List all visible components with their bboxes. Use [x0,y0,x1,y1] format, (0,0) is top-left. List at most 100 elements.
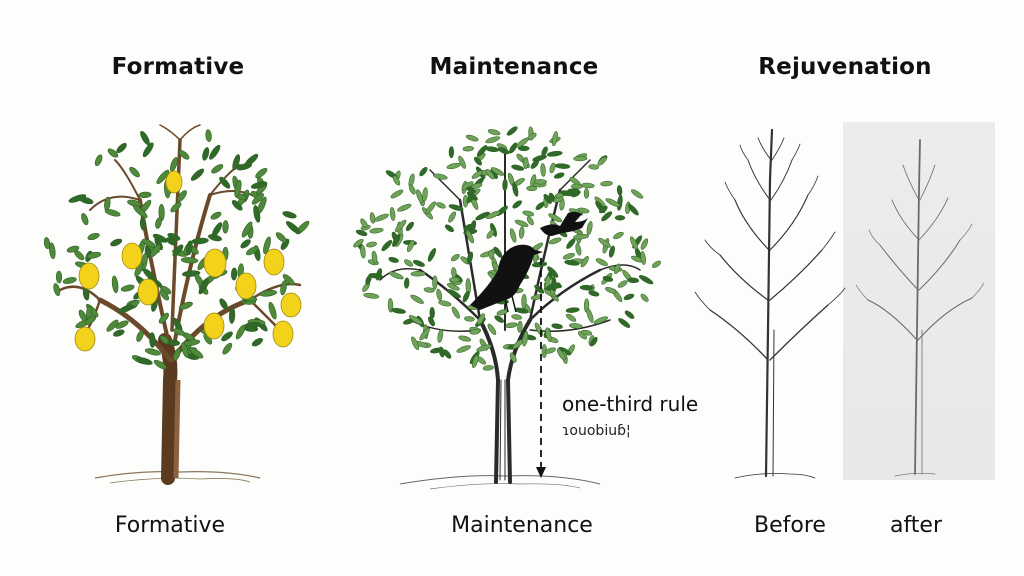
leaf [627,277,640,283]
leaf [360,244,366,259]
leaf [120,284,135,292]
leaf [149,332,156,348]
leaf [579,285,594,291]
after-caption: after [889,513,943,538]
leaf [153,359,167,370]
leaf [640,238,649,250]
leaf [487,129,501,136]
leaf [451,267,457,278]
leaf [411,336,420,351]
formative-caption: Formative [114,513,226,538]
leaf [471,354,479,369]
leaf [280,280,287,296]
leaf [583,188,590,199]
leaf [240,239,251,249]
leaf [494,315,504,323]
leaf [509,142,518,154]
leaf [416,189,424,203]
leaf [235,324,246,340]
leaf [588,164,600,170]
leaf [598,205,608,214]
leaf [613,231,624,240]
leaf [502,178,508,191]
leaf [369,227,384,234]
leaf [534,179,547,185]
leaf [496,309,508,316]
leaf [228,307,236,324]
leaf [176,190,187,203]
leaf [498,147,510,155]
leaf [581,329,593,336]
leaf [456,345,471,353]
leaf [432,275,438,290]
leaf [210,211,222,220]
leaf [548,237,562,245]
leaf [138,191,152,199]
leaf [150,244,161,258]
leaf [198,278,209,295]
leaf [631,189,644,199]
leaf [282,274,295,286]
leaf [486,229,495,239]
leaf [251,193,264,205]
leaf [618,318,631,328]
leaf [436,288,443,301]
leaf [514,219,529,228]
leaf [640,293,649,302]
leaf [136,357,153,365]
leaf [86,251,102,259]
leaf [548,213,563,223]
leaf [474,156,482,166]
leaf [423,287,435,293]
leaf [436,202,446,209]
leaf [132,204,148,219]
leaf [464,316,475,322]
leaf [465,229,475,244]
leaf [178,301,193,310]
leaf [232,154,241,171]
leaf [651,260,662,268]
leaf [532,154,547,162]
leaf [408,315,423,325]
leaf [404,277,410,289]
leaf [107,148,119,158]
leaf [565,307,580,313]
leaf [106,319,119,332]
rejuvenation-after-tree [855,139,985,477]
leaf [241,221,253,238]
leaf [543,193,552,204]
leaf [391,308,406,314]
leaf [209,144,221,160]
perched-bird [470,244,543,313]
leaf [469,329,481,335]
leaf [159,289,169,301]
leaf [173,347,181,361]
leaf [462,290,470,303]
leaf [408,184,416,195]
leaf [522,331,529,347]
leaf [255,168,268,179]
leaf [616,185,623,196]
leaf [282,211,297,219]
leaf [573,155,588,162]
leaf [66,245,80,253]
leaf [405,221,414,232]
leaf [627,204,639,216]
leaf [388,256,399,263]
leaf [222,342,233,355]
lemons [74,170,302,352]
before-caption: Before [754,513,826,538]
leaf [129,166,140,178]
leaf [531,261,548,268]
leaf [511,314,522,320]
leaf [158,312,169,324]
leaf [245,246,259,256]
leaf [280,238,290,250]
leaf [506,126,518,136]
leaf [427,248,437,262]
leaf [571,183,583,190]
leaf [136,330,144,342]
leaf [111,275,119,294]
leaf [466,193,475,204]
